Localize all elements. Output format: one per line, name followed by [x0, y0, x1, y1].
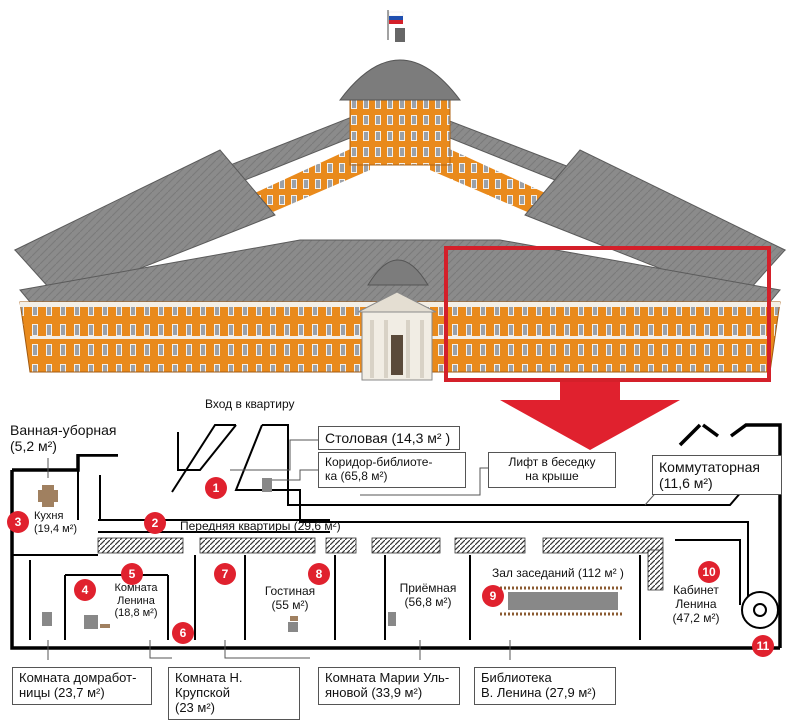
red-arrow — [500, 382, 680, 450]
marker-5: 5 — [121, 563, 143, 585]
living-room-label: Гостиная (55 м²) — [250, 584, 330, 613]
housekeeper-room-label: Комната домработ- ницы (23,7 м²) — [12, 667, 152, 705]
front-hall-label: Передняя квартиры (29,6 м²) — [180, 519, 341, 533]
marker-1: 1 — [205, 477, 227, 499]
dome-drum — [349, 94, 451, 166]
corridor-library-label: Коридор-библиоте- ка (65,8 м²) — [318, 452, 466, 488]
fixture-reception — [388, 612, 396, 626]
marker-8: 8 — [308, 563, 330, 585]
small-dome — [367, 259, 429, 286]
marker-7: 7 — [214, 563, 236, 585]
reception-area: (56,8 м²) — [404, 594, 452, 609]
library-area: В. Ленина (27,9 м²) — [481, 684, 596, 700]
switchboard-label: Коммутаторная (11,6 м²) — [652, 455, 782, 496]
corridor-area: ка (65,8 м²) — [325, 468, 388, 483]
left-wing-roof — [14, 149, 276, 301]
corridor-name: Коридор-библиоте- — [325, 455, 433, 469]
dining-label: Столовая (14,3 м² ) — [318, 426, 460, 451]
krupskaya-name: Комната Н. Крупской — [175, 670, 243, 700]
reception-name: Приёмная — [399, 581, 457, 595]
leader-lines — [47, 439, 661, 660]
entrance-label: Вход в квартиру — [205, 397, 295, 411]
library-name: Библиотека — [481, 670, 552, 685]
cabinet-name2: Ленина — [675, 596, 717, 611]
switch-area: (11,6 м²) — [659, 475, 713, 492]
maria-name: Комната Марии Уль- — [325, 670, 450, 685]
hall-label: Зал заседаний (112 м² ) — [492, 566, 624, 580]
lenin-room-name2: Ленина — [117, 594, 155, 607]
kitchen-name: Кухня — [34, 510, 64, 522]
cabinet-area: (47,2 м²) — [672, 610, 720, 625]
kitchen-area: (19,4 м²) — [34, 522, 78, 535]
house-area: ницы (23,7 м²) — [19, 684, 105, 700]
maria-area: яновой (33,9 м²) — [325, 684, 423, 700]
bath-name: Ванная-уборная — [10, 422, 117, 438]
fixture-corridor — [262, 478, 272, 492]
hatched-walls — [97, 537, 664, 591]
cabinet-label: Кабинет Ленина (47,2 м²) — [666, 583, 726, 625]
living-area: (55 м²) — [271, 597, 309, 612]
krupskaya-room-label: Комната Н. Крупской (23 м²) — [168, 667, 300, 720]
marker-4: 4 — [74, 579, 96, 601]
switch-name: Коммутаторная — [659, 459, 761, 475]
kitchen-label: Кухня (19,4 м²) — [34, 510, 77, 535]
living-name: Гостиная — [264, 584, 316, 598]
fixture-left — [42, 612, 52, 626]
bath-label: Ванная-уборная (5,2 м²) — [10, 422, 170, 455]
lift-label: Лифт в беседку на крыше — [488, 452, 616, 488]
marker-11: 11 — [752, 635, 774, 657]
building-illustration — [13, 10, 787, 382]
cabinet-name1: Кабинет — [673, 583, 719, 597]
lenin-room-area: (18,8 м²) — [114, 607, 158, 620]
marker-6: 6 — [172, 622, 194, 644]
bath-area: (5,2 м²) — [10, 438, 57, 455]
lift-name: Лифт в беседку — [508, 455, 596, 469]
fixture-living — [288, 622, 298, 632]
maria-room-label: Комната Марии Уль- яновой (33,9 м²) — [318, 667, 460, 705]
marker-9: 9 — [482, 585, 504, 607]
house-name: Комната домработ- — [19, 670, 137, 685]
lift-sub: на крыше — [525, 468, 579, 483]
lenin-room-name1: Комната — [114, 582, 158, 594]
main-dome — [338, 59, 462, 101]
fixture-lenin — [84, 615, 98, 629]
library-label: Библиотека В. Ленина (27,9 м²) — [474, 667, 616, 705]
krupskaya-area: (23 м²) — [175, 699, 215, 715]
marker-2: 2 — [144, 512, 166, 534]
marker-10: 10 — [698, 561, 720, 583]
marker-3: 3 — [7, 511, 29, 533]
conference-table — [500, 586, 622, 616]
reception-label: Приёмная (56,8 м²) — [392, 581, 464, 610]
right-wing-roof — [524, 149, 786, 301]
lenin-room-label: Комната Ленина (18,8 м²) — [112, 582, 160, 620]
highlight-frame — [444, 246, 771, 382]
